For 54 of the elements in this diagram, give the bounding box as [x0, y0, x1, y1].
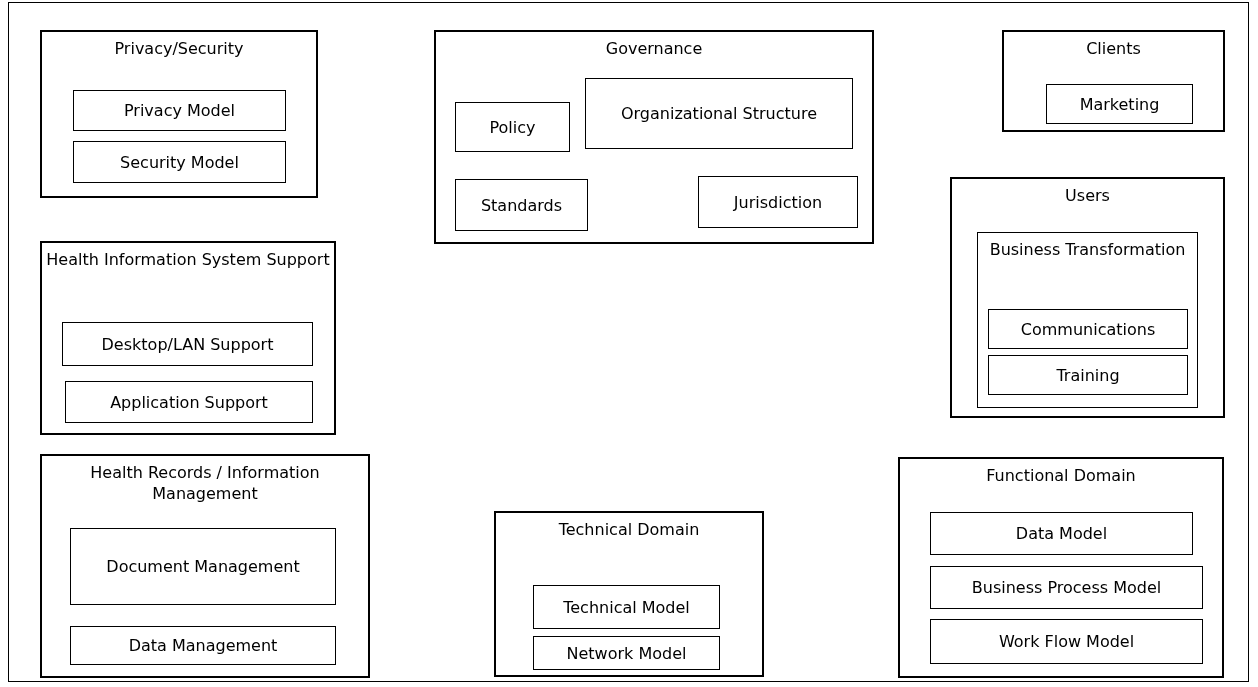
component-box [73, 90, 286, 131]
group-title: Health Records / Information Management [89, 462, 321, 504]
component-box [930, 619, 1203, 664]
group-box [434, 30, 874, 244]
group-title: Users [1064, 185, 1111, 206]
group-box [1002, 30, 1225, 132]
component-label: Document Management [106, 556, 300, 577]
group-title: Business Transformation [988, 239, 1187, 260]
component-box [70, 626, 336, 665]
group-box [40, 30, 318, 198]
group-box [898, 457, 1224, 678]
component-label: Technical Model [563, 596, 690, 618]
component-label: Business Process Model [971, 577, 1162, 598]
group-title: Governance [604, 38, 704, 59]
component-label: Work Flow Model [998, 631, 1135, 652]
component-box [930, 566, 1203, 609]
component-box [455, 102, 570, 152]
component-label: Data Model [1015, 523, 1108, 544]
component-box [73, 141, 286, 183]
group-title: Functional Domain [985, 465, 1137, 486]
component-label: Policy [489, 116, 536, 138]
group-box [977, 232, 1198, 408]
component-box [988, 309, 1188, 349]
component-box [585, 78, 853, 149]
component-label: Communications [1020, 318, 1156, 340]
component-box [533, 636, 720, 670]
component-box [533, 585, 720, 629]
component-label: Organizational Structure [620, 103, 818, 124]
component-label: Jurisdiction [733, 191, 823, 213]
component-label: Privacy Model [123, 100, 236, 121]
component-box [65, 381, 313, 423]
component-box [930, 512, 1193, 555]
group-box [40, 454, 370, 678]
component-label: Application Support [110, 391, 268, 413]
component-label: Standards [480, 194, 563, 216]
component-box [455, 179, 588, 231]
component-box [62, 322, 313, 366]
group-title: Privacy/Security [113, 38, 245, 59]
component-label: Desktop/LAN Support [101, 333, 274, 355]
group-title: Health Information System Support [46, 249, 330, 270]
component-label: Marketing [1079, 93, 1160, 115]
component-label: Data Management [128, 635, 278, 656]
component-box [698, 176, 858, 228]
group-box [40, 241, 336, 435]
component-label: Training [1056, 364, 1120, 386]
component-label: Network Model [566, 642, 687, 664]
group-box [950, 177, 1225, 418]
component-label: Security Model [120, 151, 239, 173]
component-box [1046, 84, 1193, 124]
group-box [494, 511, 764, 677]
component-box [988, 355, 1188, 395]
group-title: Technical Domain [557, 519, 701, 540]
component-box [70, 528, 336, 605]
group-title: Clients [1085, 38, 1142, 59]
